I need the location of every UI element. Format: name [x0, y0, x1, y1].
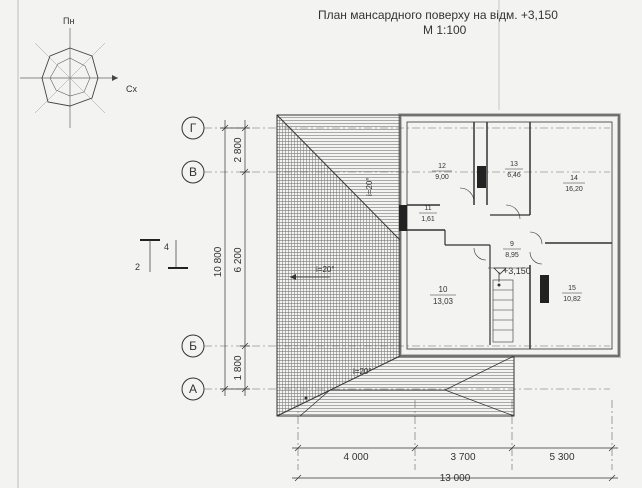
level-label: +3,150 — [503, 266, 531, 276]
svg-text:13,03: 13,03 — [433, 297, 454, 306]
axis-a-marker: А — [181, 377, 205, 401]
axis-a-label: А — [189, 382, 197, 396]
wind-rose-icon — [20, 28, 118, 128]
axis-v-marker: В — [181, 160, 205, 184]
axis-grid-lines — [204, 127, 613, 470]
room-10: 10 13,03 — [430, 285, 456, 306]
room-13: 13 6,46 — [505, 161, 523, 179]
dim-middle-vertical: 6 200 — [233, 247, 244, 272]
svg-text:9: 9 — [510, 241, 514, 248]
roof-plan — [276, 114, 515, 417]
svg-text:16,20: 16,20 — [565, 186, 583, 193]
slope-bottom-label: i=20° — [353, 367, 372, 376]
dim-total-horizontal: 13 000 — [440, 473, 471, 484]
slope-top-label: i=20° — [365, 177, 374, 196]
section-label-right: 4 — [164, 242, 169, 252]
compass-north-label: Пн — [63, 16, 74, 26]
level-marker — [488, 267, 530, 275]
horizontal-dimension-lines — [292, 444, 618, 482]
stairs — [492, 279, 514, 343]
chimney-1 — [477, 166, 486, 188]
svg-text:9,00: 9,00 — [435, 174, 449, 181]
room-14: 14 16,20 — [563, 175, 585, 193]
axis-b-marker: Б — [181, 334, 205, 358]
dim-center-horizontal: 3 700 — [450, 452, 475, 463]
section-marker — [140, 239, 188, 272]
chimney-2 — [399, 205, 407, 231]
svg-text:12: 12 — [438, 163, 446, 170]
section-label-left: 2 — [135, 262, 140, 272]
axis-g-marker: Г — [181, 116, 205, 140]
dim-bottom-vertical: 1 800 — [233, 355, 244, 380]
svg-text:1,61: 1,61 — [421, 216, 435, 223]
chimney-3 — [540, 275, 549, 303]
room-12: 12 9,00 — [432, 163, 452, 181]
dim-right-horizontal: 5 300 — [549, 452, 574, 463]
door-swings — [459, 187, 543, 265]
attic-walls — [399, 114, 620, 357]
vertical-dimension-lines — [220, 120, 250, 396]
room-11: 11 1,61 — [419, 205, 437, 223]
plan-scale: М 1:100 — [423, 23, 467, 37]
room-15: 15 10,82 — [562, 285, 582, 303]
room-9: 9 8,95 — [503, 241, 521, 259]
axis-b-label: Б — [189, 339, 197, 353]
svg-text:10,82: 10,82 — [563, 296, 581, 303]
svg-text:8,95: 8,95 — [505, 252, 519, 259]
svg-text:11: 11 — [424, 205, 431, 212]
svg-text:15: 15 — [568, 285, 576, 292]
axis-v-label: В — [189, 165, 197, 179]
svg-text:10: 10 — [439, 285, 448, 294]
plan-title: План мансардного поверху на відм. +3,150 — [318, 8, 558, 22]
axis-g-label: Г — [190, 121, 197, 135]
dim-top-vertical: 2 800 — [233, 137, 244, 162]
slope-middle-label: i=20° — [316, 265, 335, 274]
dim-left-horizontal: 4 000 — [343, 452, 368, 463]
svg-text:14: 14 — [570, 175, 578, 182]
svg-text:6,46: 6,46 — [507, 172, 521, 179]
compass-east-label: Сх — [126, 84, 137, 94]
svg-text:13: 13 — [510, 161, 518, 168]
dim-total-vertical: 10 800 — [213, 246, 224, 277]
